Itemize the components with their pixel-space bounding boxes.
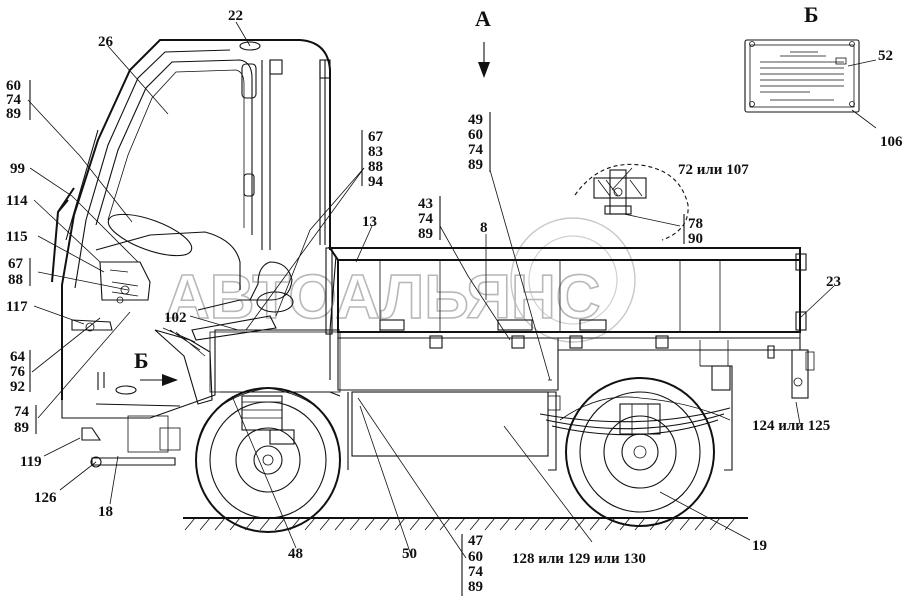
callout-89: 89 [6,106,21,122]
view-labels: А Б Б [134,2,819,373]
callout-76: 76 [10,364,26,380]
callout-124: 124 или 125 [752,418,830,434]
callout-119: 119 [20,454,42,470]
callout-115: 115 [6,229,28,245]
watermark-text: АВТОАЛЬЯНС [165,263,601,332]
callout-26: 26 [98,34,114,50]
callout-74d: 74 [468,142,484,158]
callout-47: 47 [468,533,484,549]
view-b-arrow-label: Б [134,348,149,373]
callout-89b: 89 [14,420,29,436]
arrow-down-icon [478,62,490,78]
callout-60b: 60 [468,127,483,143]
callout-89d: 89 [468,157,483,173]
callout-67: 67 [8,256,24,272]
callout-13: 13 [362,214,377,230]
callout-89c: 89 [418,226,433,242]
callout-19: 19 [752,538,767,554]
callout-106: 106 [880,134,903,150]
callout-8: 8 [480,220,488,236]
callout-99: 99 [10,161,25,177]
callout-102: 102 [164,310,187,326]
callout-49: 49 [468,112,483,128]
callout-88: 88 [8,272,23,288]
callout-114: 114 [6,193,28,209]
view-a-label: А [475,6,491,31]
view-a-arrow [478,42,490,78]
callout-67b: 67 [368,129,384,145]
cargo-body [209,247,815,471]
callout-74e: 74 [468,564,484,580]
callout-60: 60 [6,78,21,94]
rear-wheel [539,365,733,527]
callout-92: 92 [10,379,25,395]
callout-74: 74 [6,92,22,108]
callout-128: 128 или 129 или 130 [512,551,646,567]
ground [183,517,748,531]
cab [51,39,331,468]
callout-18: 18 [98,504,113,520]
callout-43: 43 [418,196,433,212]
callout-126: 126 [34,490,57,506]
callout-117: 117 [6,299,28,315]
view-b-arrow [140,374,178,386]
bolt-detail [574,163,689,241]
callout-89e: 89 [468,579,483,595]
callout-22: 22 [228,8,243,24]
front-wheel [195,387,341,533]
callout-60c: 60 [468,549,483,565]
callout-94: 94 [368,174,384,190]
watermark: АВТОАЛЬЯНС [164,217,636,343]
callout-48: 48 [288,546,303,562]
data-plate [744,39,860,113]
callout-23: 23 [826,274,841,290]
data-plate-icon [744,39,860,113]
callout-64: 64 [10,349,26,365]
callout-brackets [29,80,685,596]
callout-78: 78 [688,216,703,232]
callout-90: 90 [688,231,703,247]
callout-88b: 88 [368,159,383,175]
view-b-label: Б [804,2,819,27]
leader-lines [27,21,877,559]
callout-50: 50 [402,546,417,562]
callouts: 22 26 60 74 89 99 114 115 67 88 117 64 7… [6,8,903,595]
arrow-right-icon [162,374,178,386]
callout-74c: 74 [418,211,434,227]
callout-52: 52 [878,48,893,64]
callout-72: 72 или 107 [678,162,749,178]
callout-74b: 74 [14,404,30,420]
callout-83: 83 [368,144,383,160]
